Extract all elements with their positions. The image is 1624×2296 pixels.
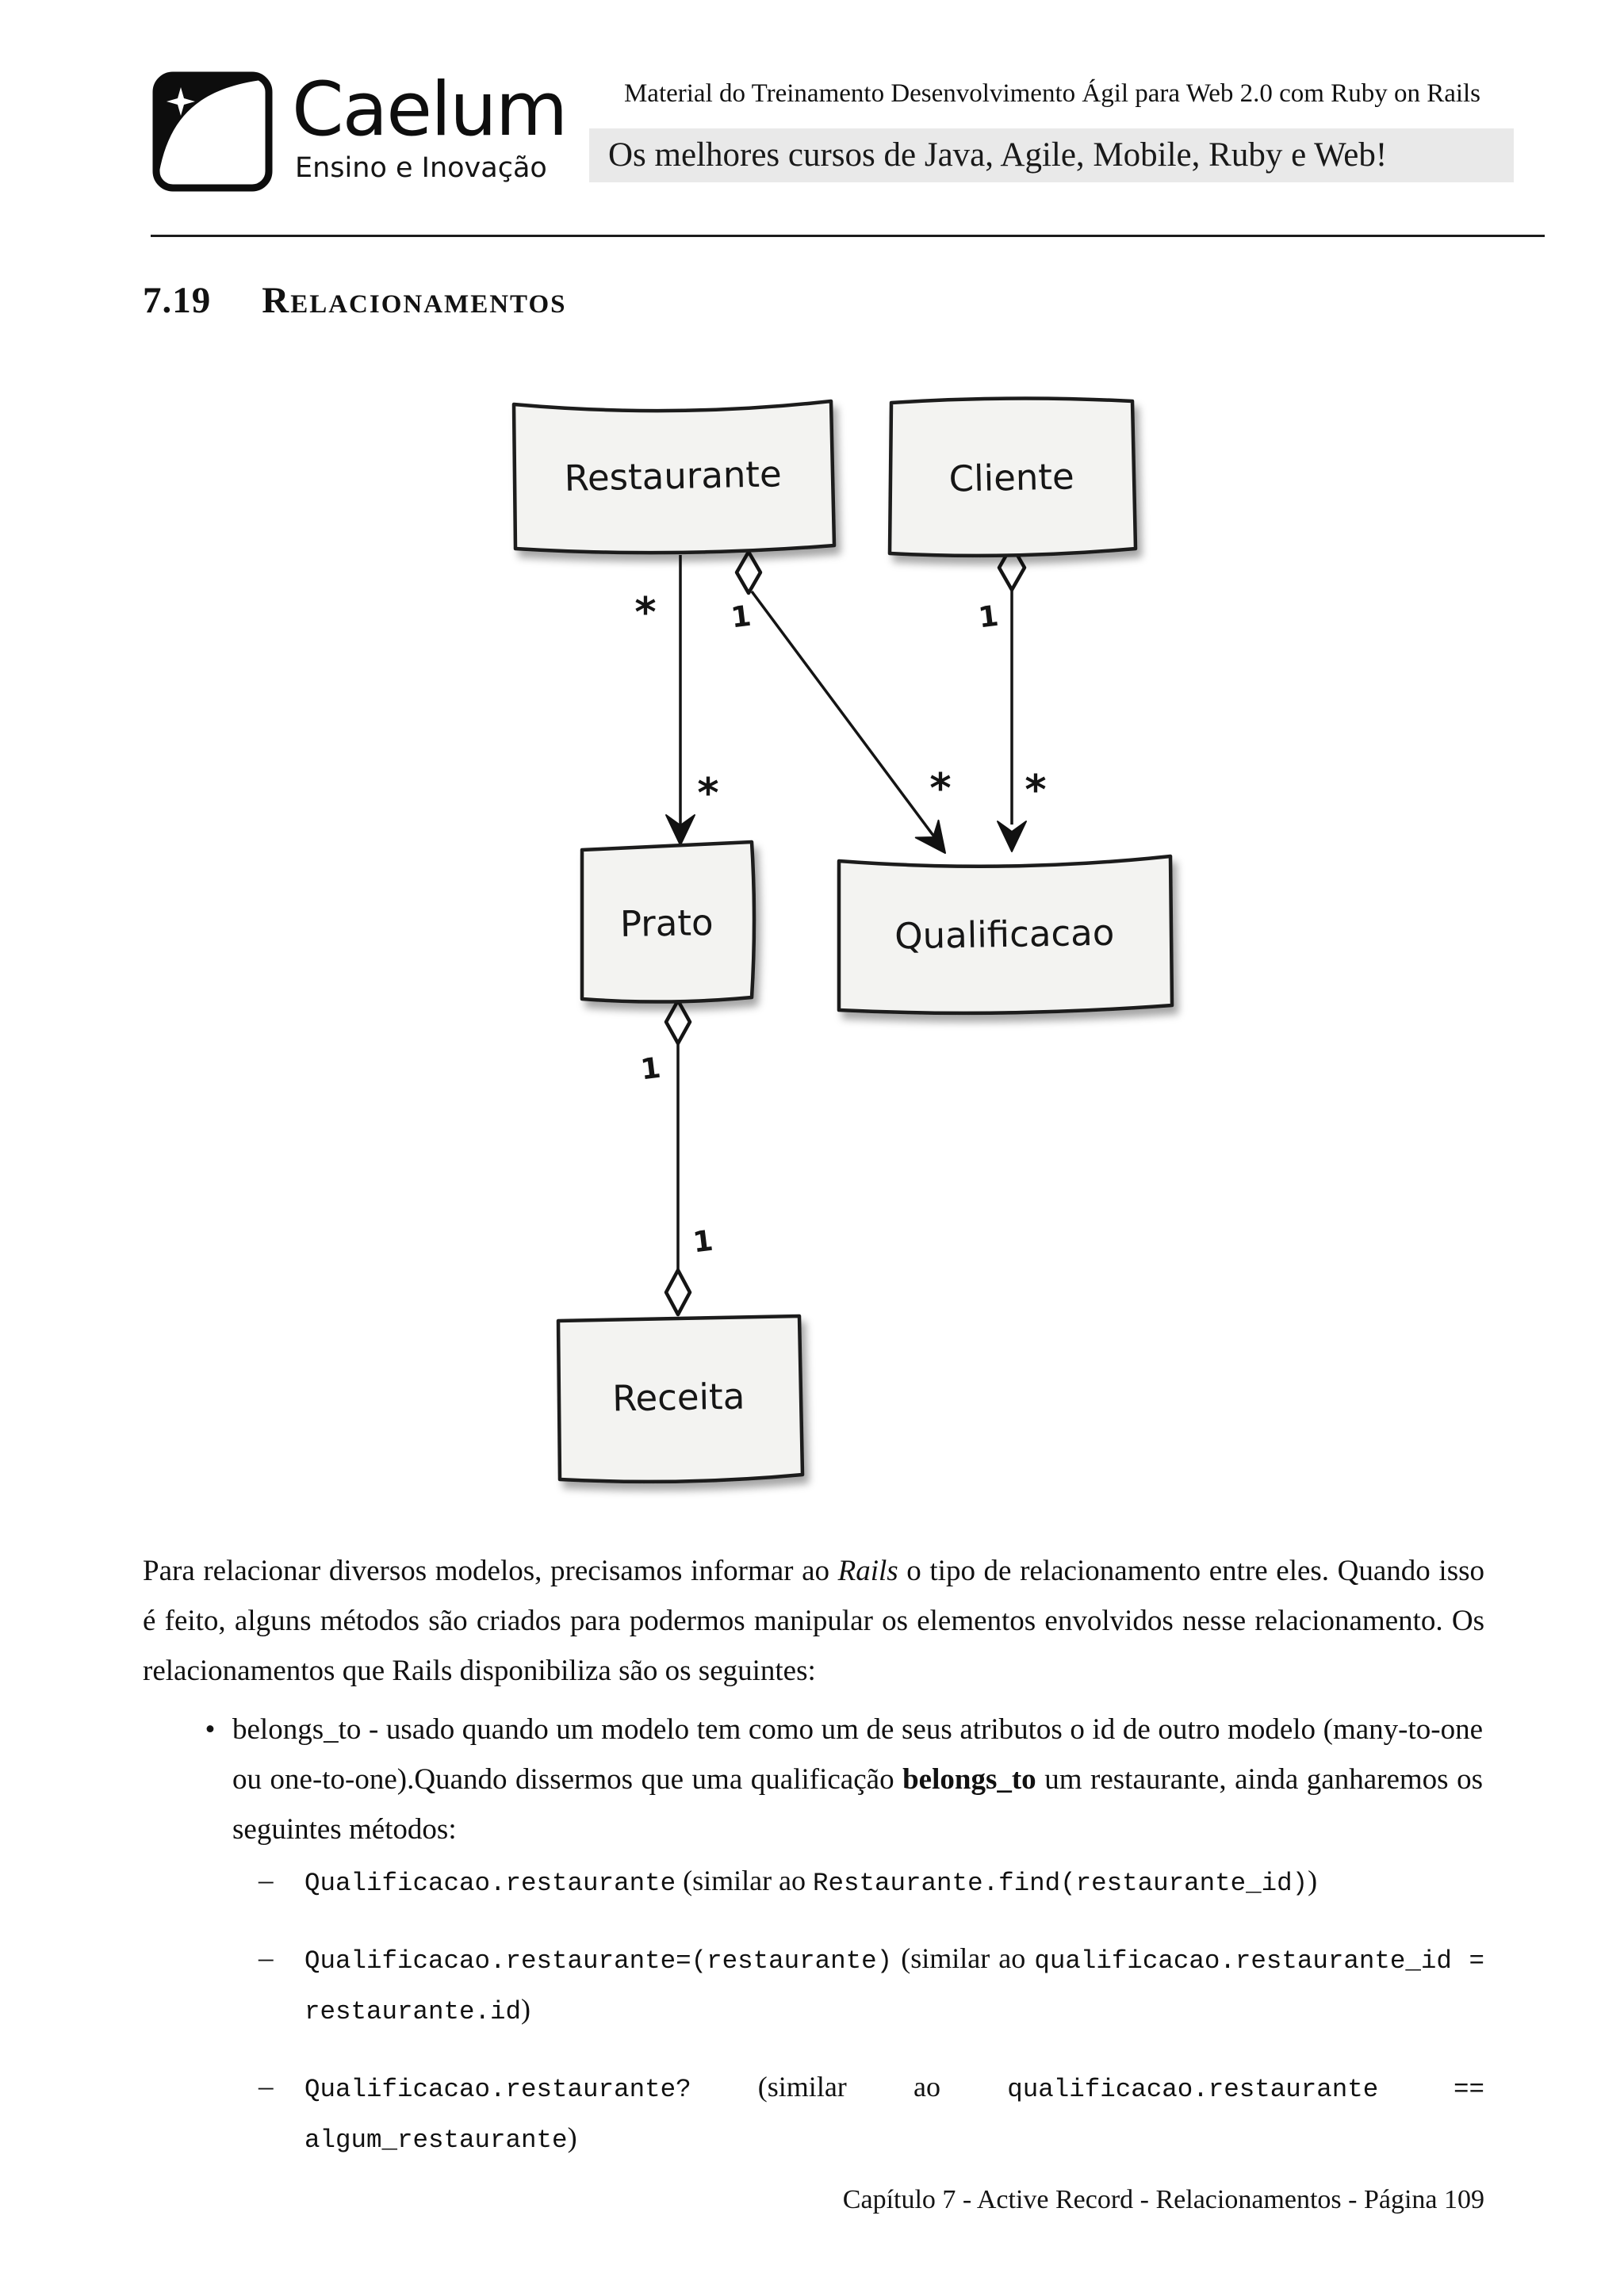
edge-cliente-qualificacao: 1 * (977, 543, 1047, 852)
code-fragment: qualificacao.restaurante_id = restaurant… (304, 1946, 1485, 2026)
section-number: 7.19 (143, 280, 212, 321)
diagram-node-receita: Receita (556, 1314, 805, 1484)
rails-italic: Rails (837, 1555, 898, 1587)
section-heading: 7.19 Relacionamentos (143, 279, 566, 322)
header-banner: Os melhores cursos de Java, Agile, Mobil… (589, 128, 1514, 182)
class-name: Cliente (948, 455, 1074, 499)
edge-restaurante-prato: * * (634, 555, 719, 846)
training-title: Material do Treinamento Desenvolvimento … (623, 79, 1481, 108)
bullet-text-part: belongs_to - usado quando um modelo tem … (232, 1713, 1483, 1796)
bullet-marker: • (205, 1713, 216, 1746)
dash-marker: – (259, 2070, 274, 2103)
sub-item: – Qualificacao.restaurante (similar ao R… (247, 1857, 1484, 1908)
class-name: Qualificacao (894, 912, 1115, 958)
diagram-node-prato: Prato (580, 840, 756, 1004)
diagram-node-cliente: Cliente (887, 396, 1138, 558)
code-fragment: qualificacao.restaurante == algum_restau… (304, 2075, 1485, 2155)
multiplicity-label: * (1025, 767, 1046, 814)
bullet-text-part: um restaurante, ainda ganharemos os segu… (232, 1763, 1483, 1846)
footer-text: Capítulo 7 - Active Record - Relacioname… (842, 2185, 1484, 2214)
brand-name: Caelum (292, 67, 568, 153)
plain-fragment: ) (1308, 1865, 1318, 1896)
association-line (750, 590, 942, 847)
edge-prato-receita: 1 1 (639, 998, 715, 1317)
multiplicity-label: 1 (730, 600, 753, 635)
plain-fragment: ) (567, 2122, 577, 2153)
plain-fragment: ) (521, 1993, 531, 2025)
plain-fragment: (similar ao (691, 2071, 1008, 2103)
caelum-logo-icon (152, 71, 273, 192)
class-box (887, 396, 1138, 558)
header-rule (151, 235, 1545, 237)
multiplicity-label: * (634, 589, 656, 637)
multiplicity-label: 1 (977, 600, 1001, 635)
multiplicity-label: 1 (639, 1052, 663, 1087)
multiplicity-label: * (697, 770, 718, 817)
class-box (580, 840, 756, 1004)
brand-tagline: Ensino e Inovação (295, 152, 547, 184)
section-title: Relacionamentos (262, 280, 567, 321)
sub-item-text: Qualificacao.restaurante (similar ao Res… (304, 1857, 1484, 1908)
bullet-item-belongs-to: • belongs_to - usado quando um modelo te… (188, 1705, 1483, 1854)
sub-item-text: Qualificacao.restaurante? (similar ao qu… (304, 2063, 1484, 2164)
sub-item: – Qualificacao.restaurante? (similar ao … (247, 2063, 1484, 2164)
dash-marker: – (259, 1942, 274, 1974)
diagram-node-restaurante: Restaurante (511, 399, 837, 555)
aggregation-diamond-icon (664, 998, 692, 1046)
method-sub-list: – Qualificacao.restaurante (similar ao R… (247, 1857, 1484, 2191)
paragraph-text: o tipo de relacionamento entre eles. Qua… (143, 1555, 1484, 1687)
class-box (556, 1314, 805, 1484)
arrowhead-icon (665, 814, 695, 846)
code-fragment: Restaurante.find(restaurante_id) (813, 1869, 1308, 1898)
class-box (511, 399, 837, 555)
class-name: Receita (612, 1376, 745, 1420)
class-name: Restaurante (564, 453, 782, 499)
sub-item-text: Qualificacao.restaurante=(restaurante) (… (304, 1934, 1484, 2036)
paragraph-text: Para relacionar diversos modelos, precis… (143, 1555, 838, 1587)
logo-star-icon (167, 87, 195, 116)
arrowhead-icon (914, 819, 946, 854)
dash-marker: – (259, 1864, 274, 1896)
belongs-to-bold: belongs_to (902, 1763, 1036, 1796)
code-fragment: Qualificacao.restaurante? (304, 2075, 691, 2104)
code-fragment: Qualificacao.restaurante (304, 1869, 676, 1898)
body-paragraph: Para relacionar diversos modelos, precis… (143, 1546, 1484, 1696)
multiplicity-label: * (929, 765, 951, 813)
bullet-text: belongs_to - usado quando um modelo tem … (232, 1705, 1483, 1854)
class-box (837, 854, 1174, 1016)
plain-fragment: (similar ao (676, 1865, 814, 1896)
code-fragment: Qualificacao.restaurante=(restaurante) (304, 1946, 893, 1976)
aggregation-diamond-icon (664, 1268, 692, 1317)
diagram-node-qualificacao: Qualificacao (837, 854, 1174, 1016)
edge-restaurante-qualificacao: 1 * (730, 549, 952, 854)
arrowhead-icon (997, 821, 1027, 852)
sub-item: – Qualificacao.restaurante=(restaurante)… (247, 1934, 1484, 2036)
class-name: Prato (619, 901, 714, 945)
multiplicity-label: 1 (691, 1225, 715, 1260)
aggregation-diamond-icon (734, 549, 763, 595)
plain-fragment: (similar ao (892, 1942, 1035, 1974)
